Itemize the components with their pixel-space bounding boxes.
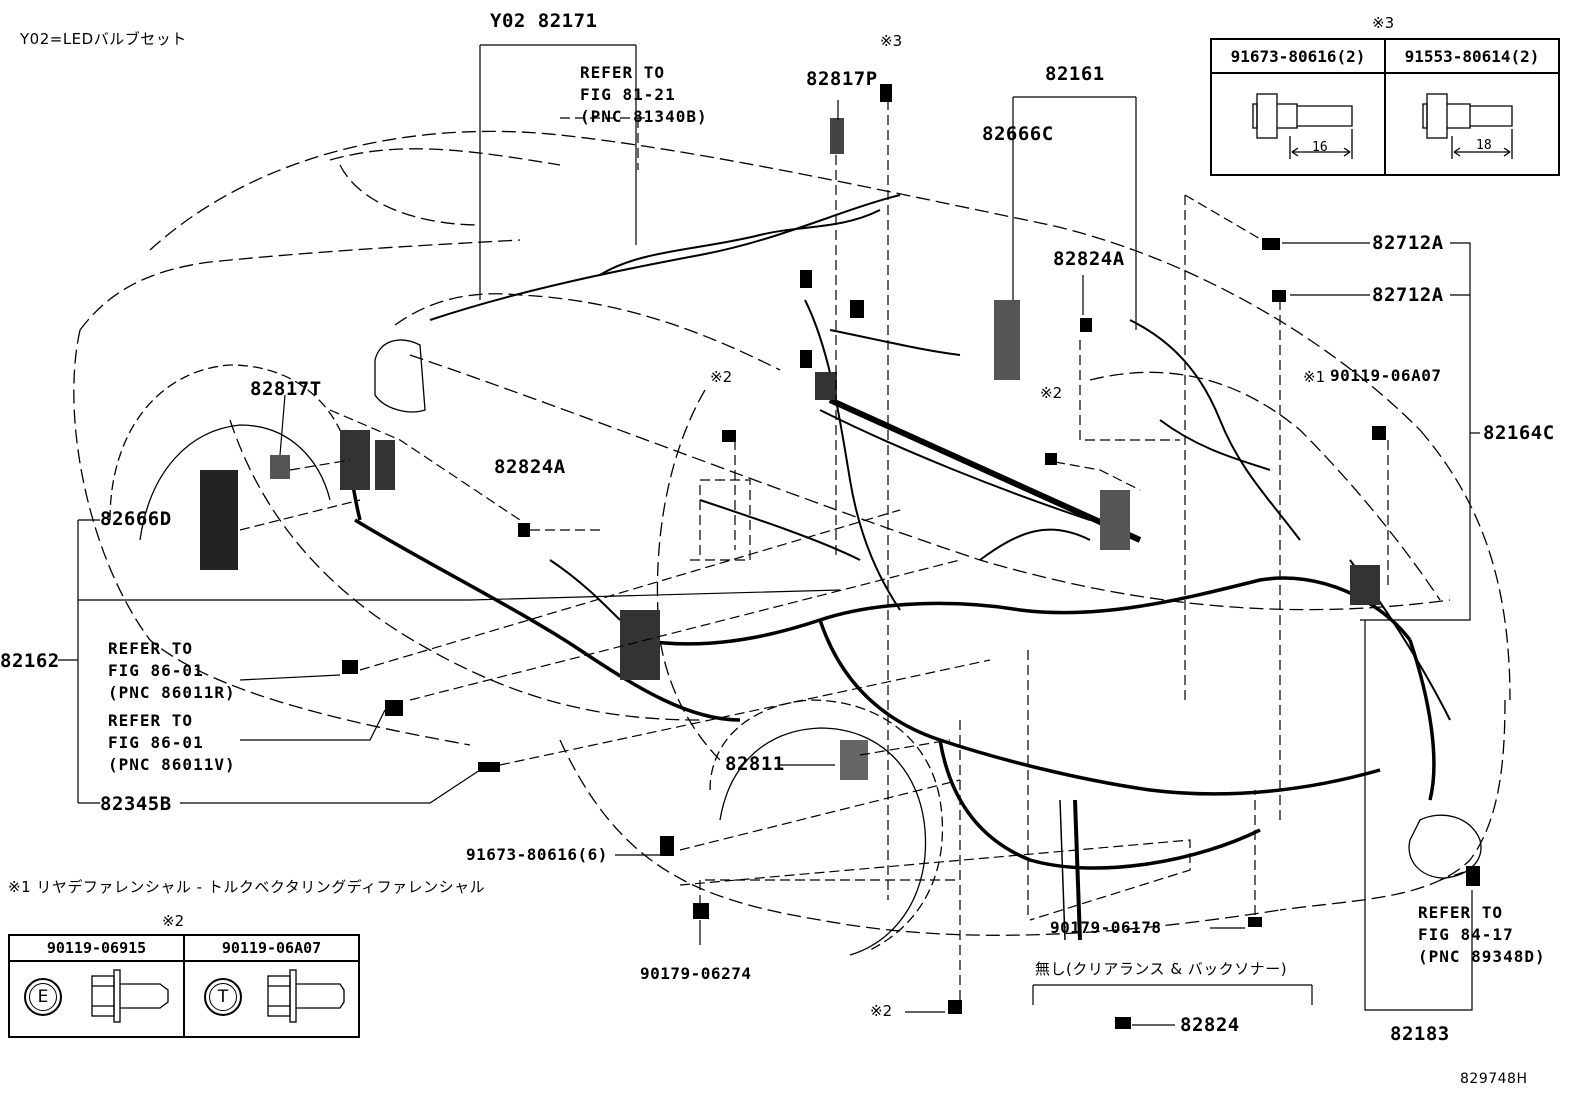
table3-mark: ※3	[1372, 14, 1395, 32]
mark-2-left: ※2	[710, 368, 733, 386]
mark-2-bottom: ※2	[870, 1002, 893, 1020]
part-label-82666C[interactable]: 82666C	[982, 123, 1054, 145]
main-harness	[343, 429, 1436, 870]
table2-bolt-drawings	[91, 969, 345, 1023]
part-label-82183[interactable]: 82183	[1390, 1023, 1450, 1045]
table2-col2: 90119-06A07	[185, 936, 358, 962]
part-label-82161[interactable]: 82161	[1045, 63, 1105, 85]
part-label-82824A-mid[interactable]: 82824A	[494, 456, 566, 478]
part-label-90119-06A07[interactable]: 90119-06A07	[1330, 366, 1442, 385]
part-label-y02-82171[interactable]: Y02 82171	[490, 10, 598, 32]
ref-fig-84-17[interactable]: REFER TO FIG 84-17 (PNC 89348D)	[1418, 903, 1546, 966]
table3-col1: 91673-80616(2)	[1212, 40, 1384, 74]
table2-mark: ※2	[162, 912, 185, 930]
note-1: ※1 リヤデファレンシャル - トルクベクタリングディファレンシャル	[8, 878, 486, 896]
fastener-table-2: 90119-06915 90119-06A07 E T	[8, 934, 360, 1038]
part-label-82824[interactable]: 82824	[1180, 1014, 1240, 1036]
car-body-outline	[73, 130, 1511, 936]
part-label-82666D[interactable]: 82666D	[100, 508, 172, 530]
fastener-table-3: 91673-80616(2) 91553-80614(2) 16 18	[1210, 38, 1560, 176]
bolt-e-head-icon: E	[24, 978, 62, 1016]
secondary-harness	[429, 194, 1451, 721]
note-absent: 無し(クリアランス & バックソナー)	[1035, 960, 1288, 978]
ref-fig-86-01-V[interactable]: REFER TO FIG 86-01 (PNC 86011V)	[108, 711, 236, 774]
part-label-91673-80616-6[interactable]: 91673-80616(6)	[466, 845, 608, 864]
leader-lines	[58, 44, 1480, 1026]
part-label-82162[interactable]: 82162	[0, 650, 60, 672]
part-label-82712A-1[interactable]: 82712A	[1372, 232, 1444, 254]
part-label-82345B[interactable]: 82345B	[100, 793, 172, 815]
diagram-id: 829748H	[1460, 1071, 1528, 1087]
part-label-82817P[interactable]: 82817P	[806, 68, 878, 90]
part-label-90179-06178[interactable]: 90179-06178	[1050, 918, 1162, 937]
mark-1: ※1	[1303, 368, 1326, 386]
part-label-82811[interactable]: 82811	[725, 753, 785, 775]
table2-col1: 90119-06915	[10, 936, 183, 962]
table3-bolt-drawings	[1252, 93, 1513, 159]
ref-fig-81-21[interactable]: REFER TO FIG 81-21 (PNC 81340B)	[580, 63, 708, 126]
mark-2-mid: ※2	[1040, 384, 1063, 402]
table3-dim1: 16	[1312, 140, 1328, 155]
bolt-t-head-icon: T	[204, 978, 242, 1016]
table3-dim2: 18	[1476, 138, 1492, 153]
part-label-82164C[interactable]: 82164C	[1483, 422, 1555, 444]
part-label-90179-06274[interactable]: 90179-06274	[640, 964, 752, 983]
wheel-arches	[109, 364, 1482, 956]
y02-note: Y02=LEDバルブセット	[20, 30, 187, 48]
connector-blocks	[200, 84, 1480, 1029]
part-label-82817T[interactable]: 82817T	[250, 378, 322, 400]
ref-fig-86-01-R[interactable]: REFER TO FIG 86-01 (PNC 86011R)	[108, 639, 236, 702]
part-label-82712A-2[interactable]: 82712A	[1372, 284, 1444, 306]
table3-col2: 91553-80614(2)	[1386, 40, 1558, 74]
part-label-82824A-top[interactable]: 82824A	[1053, 248, 1125, 270]
mark-3-top: ※3	[880, 32, 903, 50]
